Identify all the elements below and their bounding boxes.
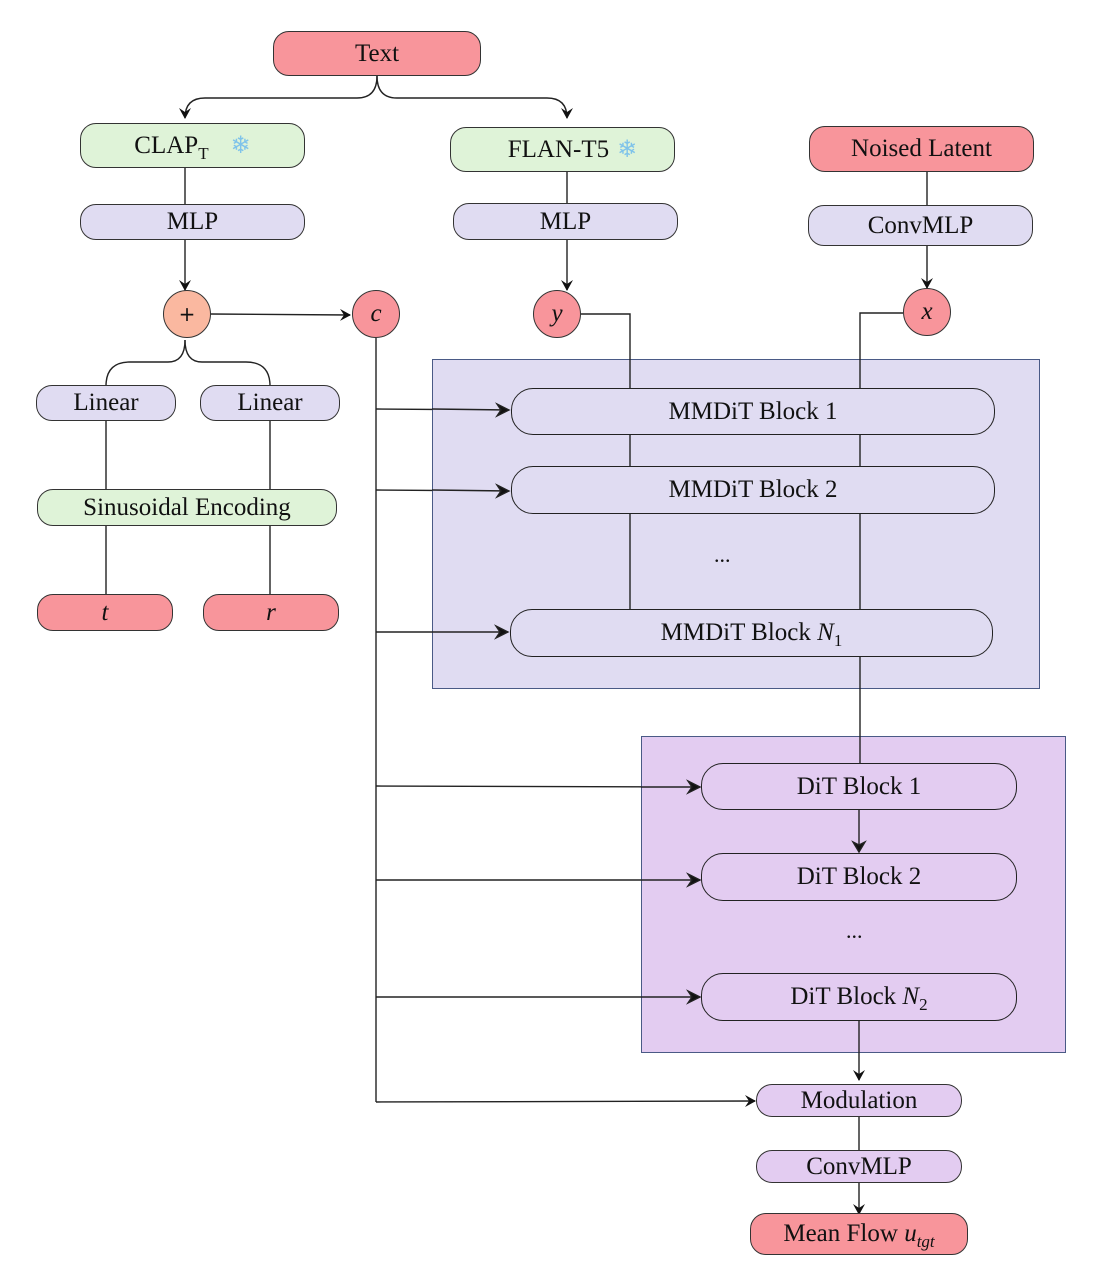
mlp-mid-node: MLP [453,203,678,240]
y-node: y [533,290,581,338]
dit-block-1-label: DiT Block 1 [796,772,922,800]
flan-t5-encoder-node: FLAN-T5 ❄ [450,127,675,172]
snowflake-icon: ❄ [617,137,638,163]
mmdit-block-1: MMDiT Block 1 [511,388,995,435]
modulation-node: Modulation [756,1084,962,1117]
linear-r-label: Linear [237,389,303,416]
t-label: t [101,598,109,626]
dit-block-1: DiT Block 1 [701,763,1017,810]
dit-block-n2-label: DiT Block [790,983,903,1010]
mmdit-n-var: N [817,619,834,646]
mmdit-block-2-label: MMDiT Block 2 [668,476,838,503]
y-label: y [551,300,563,327]
text-input-label: Text [354,39,400,67]
linear-t-node: Linear [36,385,176,421]
noised-latent-label: Noised Latent [851,135,992,162]
mean-flow-var: u [904,1220,917,1247]
c-label: c [370,300,382,327]
clap-subscript: T [198,143,209,163]
dit-ellipsis: ... [846,918,863,943]
modulation-label: Modulation [800,1086,918,1114]
mmdit-block-2: MMDiT Block 2 [511,466,995,514]
mmdit-n-sub: 1 [833,631,843,650]
mmdit-block-n1-label: MMDiT Block [660,619,818,646]
convmlp-top-label: ConvMLP [867,211,974,239]
dit-n-sub: 2 [919,995,928,1014]
r-input-node: r [203,594,339,631]
sum-node: + [163,290,211,338]
edge-linear-r-plus [184,339,271,387]
convmlp-bottom-node: ConvMLP [756,1150,962,1183]
mlp-left-label: MLP [166,208,219,235]
mmdit-block-1-label: MMDiT Block 1 [668,397,838,425]
x-label: x [921,298,933,325]
mmdit-ellipsis: ... [714,542,731,567]
mean-flow-sub: tgt [916,1232,935,1251]
mean-flow-label: Mean Flow [783,1220,905,1247]
dit-block-2-label: DiT Block 2 [796,863,922,890]
linear-t-label: Linear [73,389,139,416]
convmlp-top-node: ConvMLP [808,205,1033,246]
x-node: x [903,288,951,336]
linear-r-node: Linear [200,385,340,421]
flan-label: FLAN-T5 [507,135,610,163]
mlp-left-node: MLP [80,204,305,240]
sinusoidal-encoding-node: Sinusoidal Encoding [37,489,337,526]
edge-plus-c [209,308,351,321]
mlp-mid-label: MLP [539,207,592,235]
plus-icon: + [178,302,196,326]
edge-text-to-flan [376,75,573,119]
snowflake-icon: ❄ [230,133,251,159]
clap-label: CLAP [134,131,199,159]
r-label: r [266,598,276,626]
c-node: c [352,290,400,338]
convmlp-bottom-label: ConvMLP [806,1152,912,1180]
sinusoidal-label: Sinusoidal Encoding [83,493,291,521]
t-input-node: t [37,594,173,631]
dit-n-var: N [902,983,920,1010]
noised-latent-node: Noised Latent [809,126,1034,172]
edge-text-to-clap [179,75,378,119]
dit-block-2: DiT Block 2 [701,853,1017,901]
text-input-node: Text [273,31,481,76]
edge-linear-t-plus [105,339,186,387]
